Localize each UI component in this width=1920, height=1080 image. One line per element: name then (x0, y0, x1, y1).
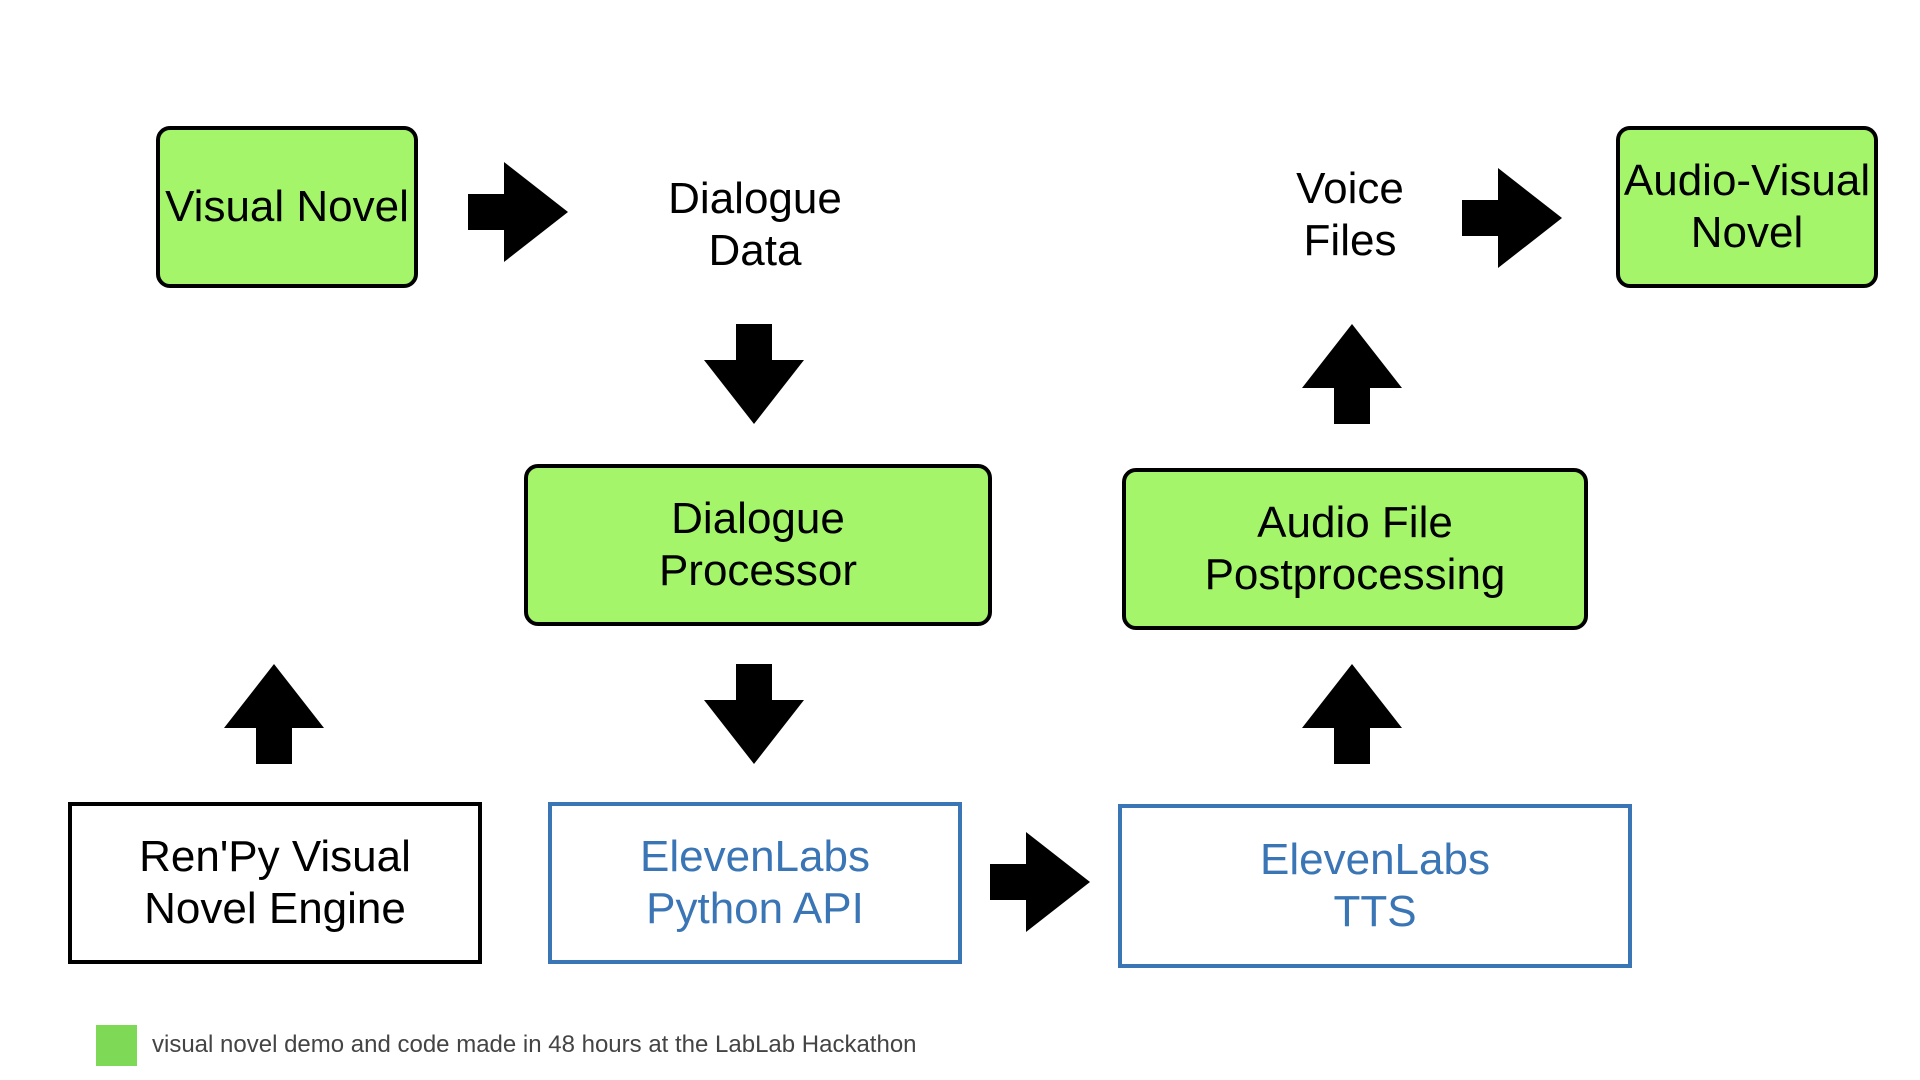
node-label-line: ElevenLabs (640, 832, 870, 881)
arrow-right-icon (990, 832, 1090, 932)
node-label-line: Files (1303, 216, 1397, 265)
node-renpy-engine: Ren'Py Visual Novel Engine (68, 802, 482, 964)
node-label-line: Audio File (1257, 498, 1453, 547)
arrow-down-icon (704, 664, 804, 764)
arrow-right-icon (468, 162, 568, 262)
legend-text: visual novel demo and code made in 48 ho… (152, 1031, 917, 1058)
node-label-line: Audio-Visual (1623, 156, 1871, 205)
arrow-up-icon (224, 664, 324, 764)
node-label-line: Ren'Py Visual (139, 832, 411, 881)
node-label-line: Dialogue (668, 174, 842, 223)
legend-swatch (96, 1025, 137, 1066)
node-audio-visual-novel: Audio-Visual Novel (1616, 126, 1878, 288)
node-label-line: Python API (646, 884, 864, 933)
node-label-line: ElevenLabs (1260, 835, 1490, 884)
node-elevenlabs-tts: ElevenLabs TTS (1118, 804, 1632, 968)
node-elevenlabs-python-api: ElevenLabs Python API (548, 802, 962, 964)
node-label-line: Data (708, 226, 802, 275)
arrow-right-icon (1462, 168, 1562, 268)
arrow-down-icon (704, 324, 804, 424)
node-voice-files: Voice Files (1240, 160, 1460, 270)
node-label-line: Postprocessing (1204, 550, 1506, 599)
node-label-line: Dialogue (671, 494, 845, 543)
node-visual-novel: Visual Novel (156, 126, 418, 288)
node-label-line: Visual Novel (165, 182, 409, 231)
arrow-up-icon (1302, 664, 1402, 764)
node-label-line: Novel Engine (144, 884, 406, 933)
node-label-line: Processor (658, 546, 858, 595)
node-label-line: TTS (1333, 887, 1417, 936)
node-label-line: Novel (1690, 208, 1804, 257)
node-label-line: Voice (1296, 164, 1404, 213)
node-dialogue-data: Dialogue Data (620, 170, 890, 280)
node-audio-file-postprocessing: Audio File Postprocessing (1122, 468, 1588, 630)
node-dialogue-processor: Dialogue Processor (524, 464, 992, 626)
arrow-up-icon (1302, 324, 1402, 424)
